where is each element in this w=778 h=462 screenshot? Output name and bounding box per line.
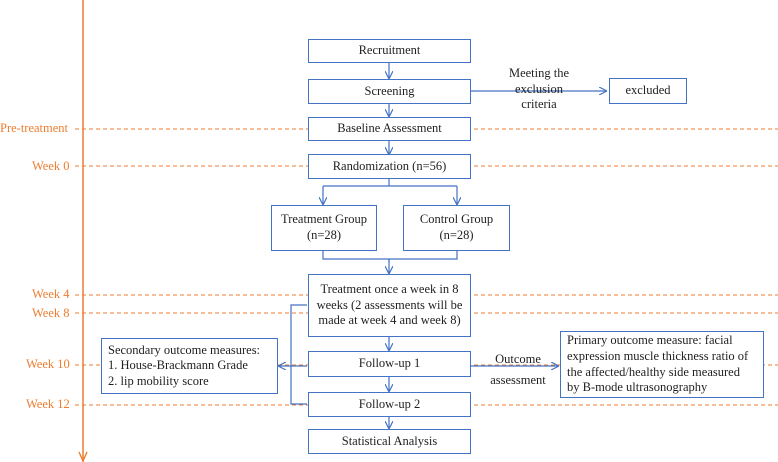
secondary-outcomes-box: Secondary outcome measures: 1. House-Bra… [101, 338, 278, 394]
statistical-analysis-box: Statistical Analysis [308, 429, 471, 454]
outcome-assessment-note: Outcome assessment [490, 352, 546, 387]
timeline-label-week10: Week 10 [26, 357, 70, 371]
treatment-box: Treatment once a week in 8 weeks (2 asse… [308, 274, 471, 337]
merge-connector [322, 251, 458, 262]
followup1-box: Follow-up 1 [308, 351, 471, 377]
timeline-label-week12: Week 12 [26, 397, 70, 411]
randomization-box: Randomization (n=56) [308, 154, 471, 179]
recruitment-box: Recruitment [308, 39, 471, 63]
secondary-bracket [290, 304, 307, 405]
followup2-box: Follow-up 2 [308, 392, 471, 417]
treatment-group-box: Treatment Group (n=28) [271, 205, 377, 251]
screening-box: Screening [308, 79, 471, 104]
split-connector [323, 179, 457, 187]
control-group-box: Control Group (n=28) [403, 205, 510, 251]
timeline-arrow-icon [78, 451, 88, 462]
baseline-assessment-box: Baseline Assessment [308, 117, 471, 141]
timeline-label-pretreatment: Pre-treatment [0, 121, 69, 135]
timeline-label-week0: Week 0 [32, 159, 70, 173]
primary-outcome-box: Primary outcome measure: facial expressi… [560, 331, 764, 398]
exclusion-criteria-note: Meeting the exclusion criteria [508, 66, 570, 112]
excluded-box: excluded [609, 78, 687, 104]
timeline-label-week8: Week 8 [32, 306, 70, 320]
timeline-label-week4: Week 4 [32, 287, 70, 301]
